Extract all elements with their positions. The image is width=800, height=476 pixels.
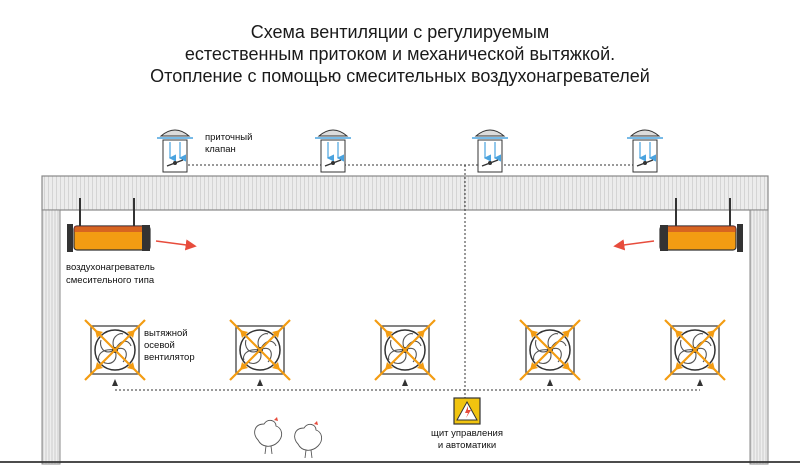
title-line-3: Отопление с помощью смесительных воздухо…	[150, 66, 650, 86]
warm-air-arrow	[155, 239, 197, 251]
chicken-icon	[254, 416, 283, 455]
label-inlet-valve-2: клапан	[205, 144, 236, 155]
label-heater-1: воздухонагреватель	[66, 262, 155, 273]
axial-fan-icon	[663, 318, 727, 382]
chicken-icon	[294, 420, 323, 459]
title-line-2: естественным притоком и механической выт…	[185, 44, 615, 64]
inlet-valve-icon	[315, 130, 351, 172]
warm-air-arrow	[613, 239, 655, 251]
axial-fan-icon	[518, 318, 582, 382]
building-structure	[0, 175, 800, 465]
label-fan-3: вентилятор	[144, 352, 195, 363]
axial-fan-icon	[373, 318, 437, 382]
inlet-valve-icon	[627, 130, 663, 172]
label-control-2: и автоматики	[438, 440, 496, 451]
left-wall	[41, 209, 61, 465]
control-panel	[453, 397, 481, 425]
label-inlet-valve-1: приточный	[205, 132, 252, 143]
label-fan-2: осевой	[144, 340, 175, 351]
axial-fan-icon	[83, 318, 147, 382]
roof	[41, 175, 769, 211]
right-wall	[749, 209, 769, 465]
label-control-1: щит управления	[431, 428, 503, 439]
control-arrows	[112, 379, 703, 386]
label-fan-1: вытяжной	[144, 328, 188, 339]
axial-fan-icon	[228, 318, 292, 382]
inlet-valve-icon	[472, 130, 508, 172]
label-heater-2: смесительного типа	[66, 275, 155, 286]
control-wiring	[115, 164, 700, 398]
title-line-1: Схема вентиляции с регулируемым	[251, 22, 550, 42]
inlet-valve-icon	[157, 130, 193, 172]
